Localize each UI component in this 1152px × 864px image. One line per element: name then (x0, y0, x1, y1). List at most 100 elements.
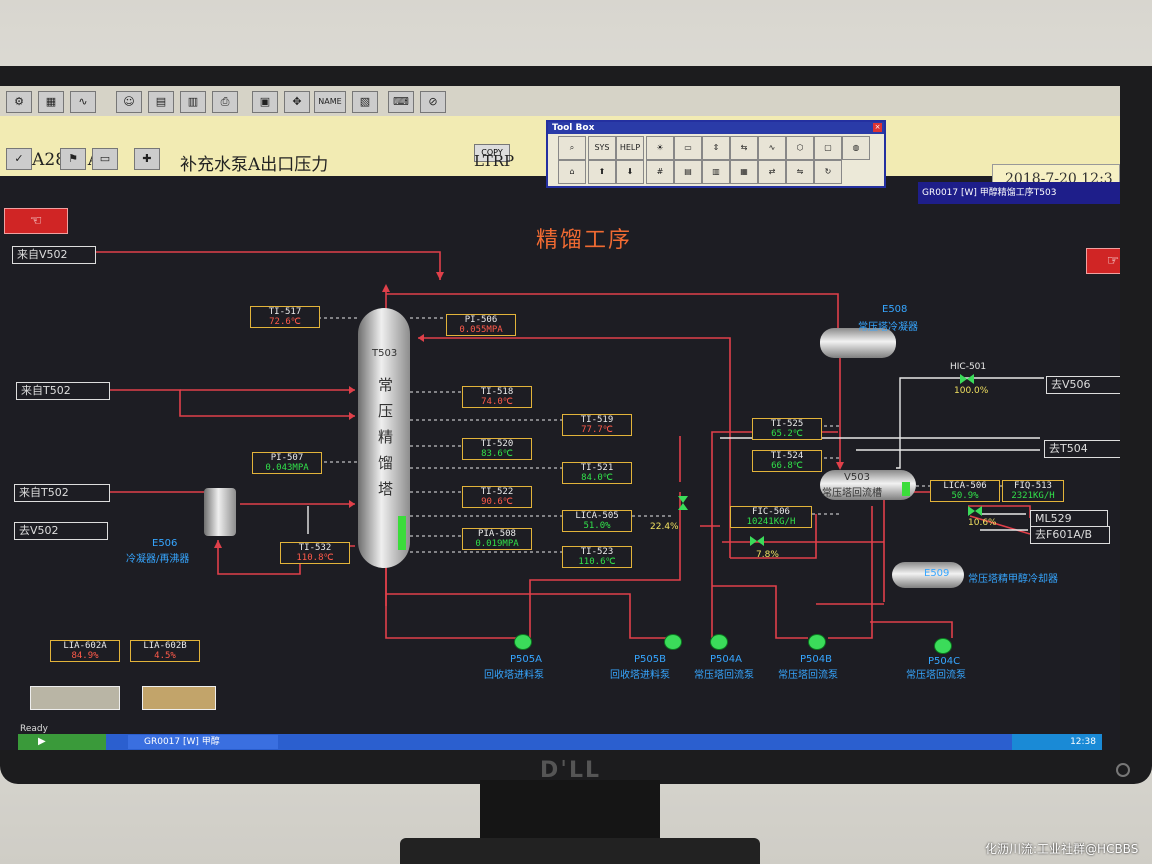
next-page-button[interactable]: ☞ (1086, 248, 1120, 274)
p504b-tag: P504B (800, 654, 832, 665)
flag-icon[interactable]: ⚑ (60, 148, 86, 170)
bottom-button-2[interactable] (142, 686, 216, 710)
source-from-v502[interactable]: 来自V502 (12, 246, 96, 264)
copy-button[interactable]: COPY (474, 144, 510, 162)
grid-icon[interactable]: # (646, 160, 674, 184)
help-book-icon[interactable]: ✚ (134, 148, 160, 170)
pump-p504b[interactable] (808, 634, 826, 650)
zoom-icon[interactable]: ⌕ (558, 136, 586, 160)
pump-p505a[interactable] (514, 634, 532, 650)
folder-icon[interactable]: ▭ (92, 148, 118, 170)
navigate-icon[interactable]: ✥ (284, 91, 310, 113)
tool-box-title[interactable]: Tool Box (548, 122, 884, 134)
lica-505-valve[interactable] (678, 496, 688, 510)
home-icon[interactable]: ⌂ (558, 160, 586, 184)
trend-icon[interactable]: ∿ (70, 91, 96, 113)
window-icon[interactable]: ▣ (252, 91, 278, 113)
keyboard-icon[interactable]: ⌨ (388, 91, 414, 113)
p504c-tag: P504C (928, 656, 961, 667)
merge-icon[interactable]: ⇆ (730, 136, 758, 160)
cycle-icon[interactable]: ↻ (814, 160, 842, 184)
wave-icon[interactable]: ∿ (758, 136, 786, 160)
monitor-logo: DˈLL (540, 758, 602, 783)
chat-icon[interactable]: ▢ (814, 136, 842, 160)
status-bar: GR0017 [W] 甲醇精馏工序T503 (918, 182, 1120, 204)
light-icon[interactable]: ☀ (646, 136, 674, 160)
report-icon[interactable]: ▥ (180, 91, 206, 113)
previous-page-button[interactable]: ☜ (4, 208, 68, 234)
overview-icon[interactable]: ▦ (38, 91, 64, 113)
e509-tag: E509 (924, 568, 950, 579)
graphic-icon[interactable]: ▤ (148, 91, 174, 113)
source-from-t502-a[interactable]: 来自T502 (16, 382, 110, 400)
dest-to-f601[interactable]: 去F601A/B (1030, 526, 1110, 544)
hic-501-valve[interactable] (960, 374, 974, 384)
acknowledge-icon[interactable]: ✓ (6, 148, 32, 170)
start-button[interactable]: ▶ (18, 734, 106, 750)
sys-button[interactable]: SYS (588, 136, 616, 160)
up-icon[interactable]: ⬆ (588, 160, 616, 184)
reboiler-e506[interactable] (204, 488, 236, 536)
pump-p504a[interactable] (710, 634, 728, 650)
print-icon[interactable]: ⎙ (212, 91, 238, 113)
power-button[interactable] (1116, 763, 1130, 777)
link-icon[interactable]: ⇄ (758, 160, 786, 184)
pump-p505b[interactable] (664, 634, 682, 650)
print-screen-icon[interactable]: ▤ (674, 160, 702, 184)
taskbar: ▶ GR0017 [W] 甲醇 12:38 (18, 734, 1102, 750)
reflux-drum-v503[interactable] (820, 470, 916, 500)
fic-506-valve[interactable] (750, 536, 764, 546)
p504a-tag: P504A (710, 654, 742, 665)
t503-tag: T503 (372, 348, 398, 359)
buzzer-off-icon[interactable]: ⊘ (420, 91, 446, 113)
lica-506-valve[interactable] (968, 506, 982, 516)
system-tray-clock: 12:38 (1012, 734, 1102, 750)
alarm-icon[interactable]: ⚙ (6, 91, 32, 113)
operator-icon[interactable]: ☺ (116, 91, 142, 113)
help-button[interactable]: HELP (616, 136, 644, 160)
bottom-button-1[interactable] (30, 686, 120, 710)
p505a-name: 回收塔进料泵 (484, 670, 544, 681)
down-icon[interactable]: ⬇ (616, 160, 644, 184)
dest-to-v506[interactable]: 去V506 (1046, 376, 1120, 394)
display-icon[interactable]: ▭ (674, 136, 702, 160)
condenser-e508[interactable] (820, 328, 896, 358)
e506-tag: E506 (152, 538, 178, 549)
tag-icon[interactable]: ▧ (352, 91, 378, 113)
dest-to-t504[interactable]: 去T504 (1044, 440, 1120, 458)
cooler-e509[interactable] (892, 562, 964, 588)
close-icon[interactable]: × (873, 123, 882, 132)
v503-level-bar (902, 482, 910, 496)
module-icon[interactable]: ⬡ (786, 136, 814, 160)
faceplate-icon[interactable]: ◍ (842, 136, 870, 160)
panel-icon[interactable]: ▥ (702, 160, 730, 184)
updown-icon[interactable]: ⇕ (702, 136, 730, 160)
name-button[interactable]: NAME (314, 91, 346, 113)
taskbar-item[interactable]: GR0017 [W] 甲醇 (128, 735, 278, 749)
photo-watermark: 化沥川流:工业社群@HCBBS (985, 842, 1139, 856)
source-from-t502-b[interactable]: 来自T502 (14, 484, 110, 502)
dest-to-v502[interactable]: 去V502 (14, 522, 108, 540)
swap-icon[interactable]: ⇋ (786, 160, 814, 184)
database-icon[interactable]: ▦ (730, 160, 758, 184)
pump-p504c[interactable] (934, 638, 952, 654)
